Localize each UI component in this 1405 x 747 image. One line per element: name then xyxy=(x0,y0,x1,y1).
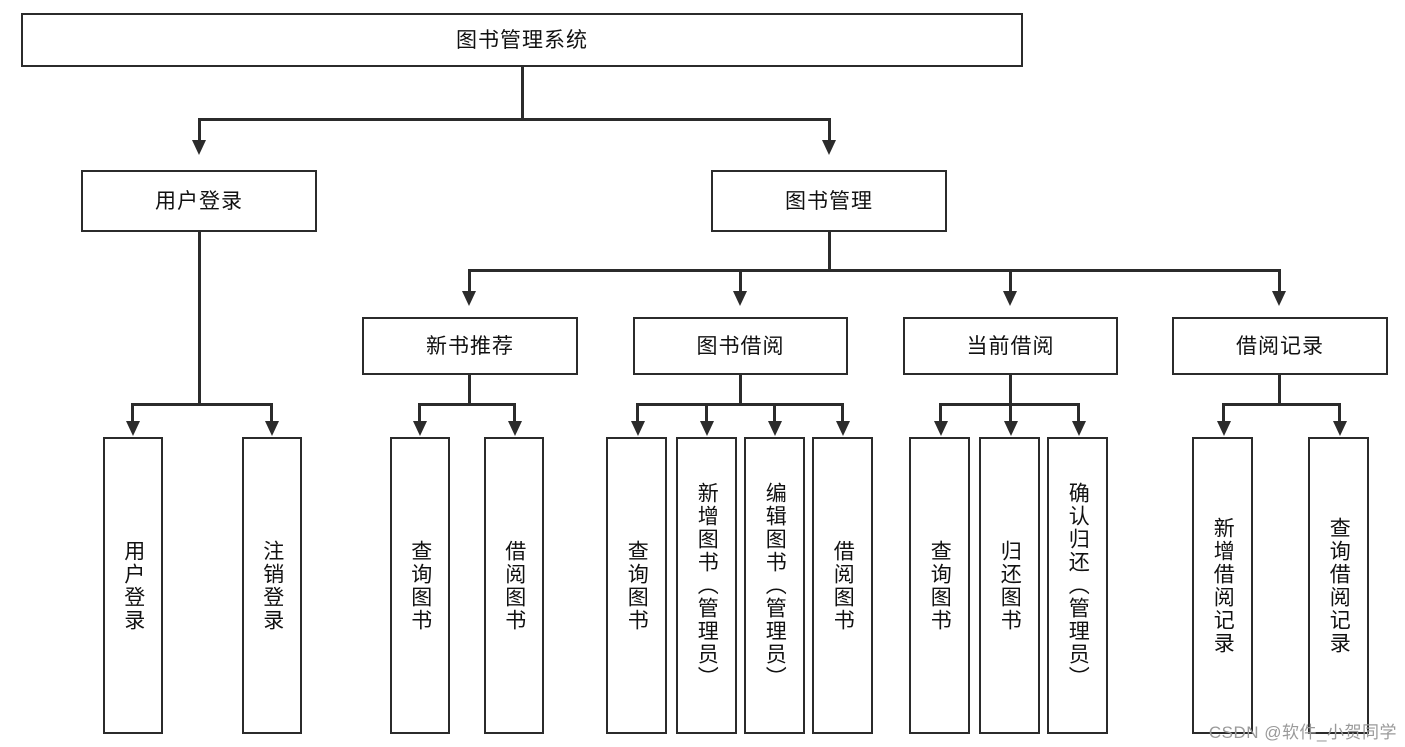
connector-drop-bb-add-book xyxy=(705,403,708,423)
arrowhead-current-borrow xyxy=(1003,291,1017,306)
arrowhead-bb-query-book xyxy=(631,421,645,436)
node-label: 新增图书（管理员） xyxy=(695,482,719,689)
arrowhead-nb-borrow-book xyxy=(508,421,522,436)
connector-drop-bb-borrow-book xyxy=(841,403,844,423)
node-label: 新增借阅记录 xyxy=(1211,516,1235,655)
connector-drop-br-add-record xyxy=(1222,403,1225,423)
node-label: 编辑图书（管理员） xyxy=(763,482,787,689)
arrowhead-br-add-record xyxy=(1217,421,1231,436)
connector-book-borrow-stem xyxy=(739,375,742,405)
node-leaf-cb-return-book[interactable]: 归还图书 xyxy=(979,437,1040,734)
arrowhead-book-management xyxy=(822,140,836,155)
node-borrow-records[interactable]: 借阅记录 xyxy=(1172,317,1388,375)
node-book-management[interactable]: 图书管理 xyxy=(711,170,947,232)
node-new-book-recommend[interactable]: 新书推荐 xyxy=(362,317,578,375)
connector-drop-cb-query-book xyxy=(939,403,942,423)
node-leaf-br-add-record[interactable]: 新增借阅记录 xyxy=(1192,437,1253,734)
connector-drop-bb-query-book xyxy=(636,403,639,423)
node-leaf-bb-edit-book[interactable]: 编辑图书（管理员） xyxy=(744,437,805,734)
arrowhead-cb-query-book xyxy=(934,421,948,436)
node-label: 查询图书 xyxy=(928,539,952,632)
node-leaf-cb-query-book[interactable]: 查询图书 xyxy=(909,437,970,734)
connector-drop-book-management xyxy=(828,118,831,142)
node-label: 图书管理系统 xyxy=(456,28,588,52)
connector-current-borrow-stem xyxy=(1009,375,1012,405)
arrowhead-bb-borrow-book xyxy=(836,421,850,436)
node-label: 查询图书 xyxy=(625,539,649,632)
connector-drop-borrow-records xyxy=(1278,269,1281,293)
node-leaf-br-query-record[interactable]: 查询借阅记录 xyxy=(1308,437,1369,734)
node-leaf-cb-confirm-return[interactable]: 确认归还（管理员） xyxy=(1047,437,1108,734)
connector-drop-book-borrow xyxy=(739,269,742,293)
connector-book-management-stem xyxy=(828,232,831,271)
connector-new-book-bus xyxy=(418,403,516,406)
node-label: 借阅图书 xyxy=(502,539,526,632)
connector-drop-nb-borrow-book xyxy=(513,403,516,423)
node-label: 新书推荐 xyxy=(426,334,514,358)
connector-drop-leaf-logout xyxy=(270,403,273,423)
connector-borrow-records-stem xyxy=(1278,375,1281,405)
arrowhead-bb-edit-book xyxy=(768,421,782,436)
node-label: 当前借阅 xyxy=(966,334,1055,358)
node-label: 查询图书 xyxy=(408,539,432,632)
arrowhead-book-borrow xyxy=(733,291,747,306)
connector-drop-bb-edit-book xyxy=(773,403,776,423)
connector-drop-cb-return-book xyxy=(1009,403,1012,423)
connector-user-login-stem xyxy=(198,232,201,405)
arrowhead-user-login xyxy=(192,140,206,155)
node-label: 归还图书 xyxy=(998,539,1022,632)
node-label: 用户登录 xyxy=(155,189,243,213)
node-leaf-nb-query-book[interactable]: 查询图书 xyxy=(390,437,450,734)
node-label: 查询借阅记录 xyxy=(1327,516,1351,655)
arrowhead-new-book xyxy=(462,291,476,306)
arrowhead-bb-add-book xyxy=(700,421,714,436)
connector-drop-br-query-record xyxy=(1338,403,1341,423)
node-leaf-bb-add-book[interactable]: 新增图书（管理员） xyxy=(676,437,737,734)
connector-drop-current-borrow xyxy=(1009,269,1012,293)
arrowhead-leaf-user-login xyxy=(126,421,140,436)
connector-book-borrow-bus xyxy=(636,403,843,406)
connector-borrow-records-bus xyxy=(1222,403,1338,406)
connector-drop-cb-confirm-return xyxy=(1077,403,1080,423)
node-label: 确认归还（管理员） xyxy=(1066,482,1090,689)
csdn-watermark: CSDN @软件_小贺同学 xyxy=(1208,723,1397,742)
connector-level1-bus xyxy=(198,118,830,121)
node-label: 用户登录 xyxy=(121,539,145,632)
connector-drop-new-book xyxy=(468,269,471,293)
node-root-book-management-system[interactable]: 图书管理系统 xyxy=(21,13,1023,67)
connector-user-login-bus xyxy=(131,403,271,406)
node-label: 注销登录 xyxy=(260,539,284,632)
node-book-borrow[interactable]: 图书借阅 xyxy=(633,317,848,375)
node-user-login[interactable]: 用户登录 xyxy=(81,170,317,232)
arrowhead-br-query-record xyxy=(1333,421,1347,436)
node-leaf-logout[interactable]: 注销登录 xyxy=(242,437,302,734)
node-label: 借阅图书 xyxy=(831,539,855,632)
node-leaf-nb-borrow-book[interactable]: 借阅图书 xyxy=(484,437,544,734)
connector-drop-user-login xyxy=(198,118,201,142)
connector-drop-nb-query-book xyxy=(418,403,421,423)
arrowhead-cb-confirm-return xyxy=(1072,421,1086,436)
connector-new-book-stem xyxy=(468,375,471,405)
node-label: 图书借阅 xyxy=(696,334,785,358)
connector-drop-leaf-user-login xyxy=(131,403,134,423)
arrowhead-nb-query-book xyxy=(413,421,427,436)
arrowhead-cb-return-book xyxy=(1004,421,1018,436)
node-leaf-bb-borrow-book[interactable]: 借阅图书 xyxy=(812,437,873,734)
arrowhead-borrow-records xyxy=(1272,291,1286,306)
node-label: 借阅记录 xyxy=(1236,334,1324,358)
node-current-borrow[interactable]: 当前借阅 xyxy=(903,317,1118,375)
node-label: 图书管理 xyxy=(785,189,873,213)
connector-level2-bus xyxy=(468,269,1280,272)
arrowhead-leaf-logout xyxy=(265,421,279,436)
connector-root-stem xyxy=(521,67,524,120)
node-leaf-user-login[interactable]: 用户登录 xyxy=(103,437,163,734)
node-leaf-bb-query-book[interactable]: 查询图书 xyxy=(606,437,667,734)
